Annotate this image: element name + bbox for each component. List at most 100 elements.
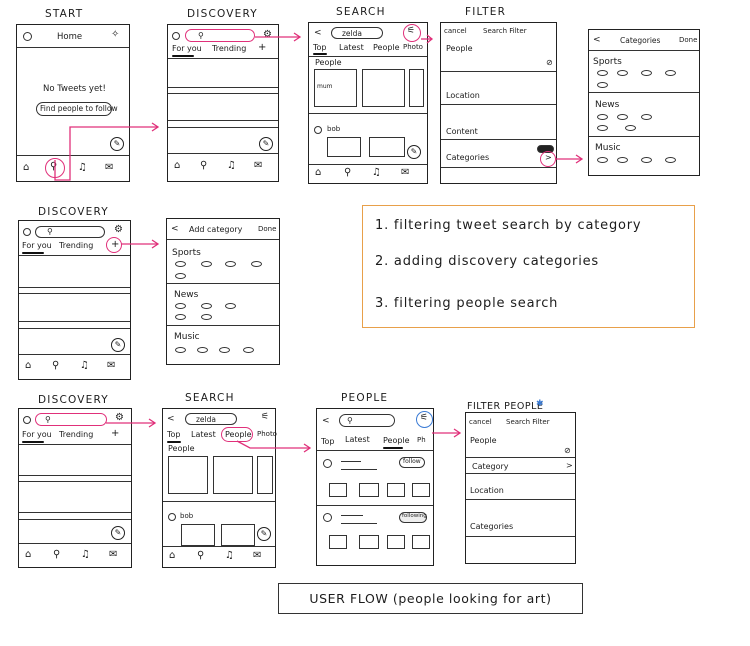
home-icon[interactable]: ⌂ (174, 160, 181, 171)
compose-icon[interactable]: ✎ (111, 338, 125, 352)
back-icon[interactable]: < (593, 35, 601, 45)
tab-trending[interactable]: Trending (212, 44, 247, 53)
mail-icon[interactable]: ✉ (105, 162, 114, 173)
people-card-1[interactable]: mum (314, 69, 357, 107)
filter-row-people[interactable]: People (470, 436, 497, 445)
following-button[interactable]: following (399, 512, 427, 523)
tab-photo[interactable]: Photo (403, 43, 423, 51)
search-icon[interactable]: ⚲ (197, 550, 205, 561)
search-bar-highlight[interactable] (185, 29, 255, 42)
tab-people[interactable]: People (383, 436, 410, 445)
cancel-button[interactable]: cancel (469, 418, 492, 426)
filter-row-content[interactable]: Content (446, 127, 478, 136)
find-people-button[interactable]: Find people to follow (36, 102, 118, 116)
compose-icon[interactable]: ✎ (111, 526, 125, 540)
back-icon[interactable]: < (322, 416, 330, 426)
mail-icon[interactable]: ✉ (109, 549, 118, 560)
filter-row-category[interactable]: Category (472, 462, 509, 471)
tab-for-you[interactable]: For you (172, 44, 202, 53)
plus-highlight[interactable] (106, 237, 122, 253)
avatar[interactable] (323, 459, 332, 468)
people-card-3[interactable] (409, 69, 424, 107)
avatar[interactable] (23, 32, 32, 41)
tab-people[interactable]: People (373, 43, 400, 52)
tweet-media-2[interactable] (369, 137, 405, 157)
chevron-right-icon[interactable]: > (566, 461, 573, 470)
tab-top[interactable]: Top (321, 437, 335, 446)
mail-icon[interactable]: ✉ (253, 550, 262, 561)
tab-trending[interactable]: Trending (59, 241, 94, 250)
avatar[interactable] (23, 416, 31, 424)
gear-icon[interactable]: ⚙ (115, 412, 124, 423)
filter-row-people[interactable]: People (446, 44, 473, 53)
avatar[interactable] (172, 32, 180, 40)
filter-icon[interactable]: ⚟ (420, 413, 429, 423)
mail-icon[interactable]: ✉ (254, 160, 263, 171)
plus-icon[interactable]: + (111, 428, 120, 439)
compose-icon[interactable]: ✎ (257, 527, 271, 541)
search-field[interactable]: zelda (331, 27, 383, 39)
tab-photo[interactable]: Photo (257, 430, 277, 438)
bell-icon[interactable]: ♫ (227, 160, 236, 171)
people-card-2[interactable] (362, 69, 405, 107)
mail-icon[interactable]: ✉ (401, 167, 410, 178)
filter-row-location[interactable]: Location (470, 486, 504, 495)
media-thumb[interactable] (329, 535, 347, 549)
tab-latest[interactable]: Latest (339, 43, 364, 52)
filter-highlight[interactable] (403, 24, 421, 42)
media-thumb[interactable] (359, 535, 379, 549)
filter-row-location[interactable]: Location (446, 91, 480, 100)
gear-icon[interactable]: ⚙ (114, 224, 123, 235)
back-icon[interactable]: < (171, 224, 179, 234)
sparkle-icon[interactable]: ✧ (111, 29, 120, 40)
people-card-2[interactable] (213, 456, 253, 494)
bell-icon[interactable]: ♫ (372, 167, 381, 178)
filter-highlight[interactable] (416, 411, 433, 428)
home-icon[interactable]: ⌂ (169, 550, 176, 561)
bell-icon[interactable]: ♫ (81, 549, 90, 560)
people-card-3[interactable] (257, 456, 273, 494)
tab-photo[interactable]: Ph (417, 436, 426, 444)
bell-icon[interactable]: ♫ (80, 360, 89, 371)
search-icon[interactable]: ⚲ (52, 360, 60, 371)
media-thumb[interactable] (387, 535, 405, 549)
filter-row-categories[interactable]: Categories (446, 153, 490, 162)
search-icon[interactable]: ⚲ (53, 549, 61, 560)
plus-icon[interactable]: + (258, 42, 267, 53)
follow-button[interactable]: follow (399, 457, 425, 468)
avatar[interactable] (314, 126, 322, 134)
search-field[interactable]: zelda (185, 413, 237, 425)
bell-icon[interactable]: ♫ (225, 550, 234, 561)
search-icon[interactable]: ⚲ (50, 161, 58, 172)
home-icon[interactable]: ⌂ (23, 162, 30, 173)
search-icon[interactable]: ⚲ (200, 160, 208, 171)
filter-icon[interactable]: ⚟ (261, 412, 270, 422)
media-thumb[interactable] (329, 483, 347, 497)
back-icon[interactable]: < (167, 414, 175, 424)
home-icon[interactable]: ⌂ (315, 167, 322, 178)
done-button[interactable]: Done (258, 225, 277, 233)
tweet-media-1[interactable] (181, 524, 215, 546)
search-field[interactable] (339, 414, 395, 427)
filter-row-categories[interactable]: Categories (470, 522, 514, 531)
filter-icon[interactable]: ⚟ (407, 26, 416, 36)
tab-for-you[interactable]: For you (22, 241, 52, 250)
people-card-1[interactable] (168, 456, 208, 494)
cancel-button[interactable]: cancel (444, 27, 467, 35)
tab-top[interactable]: Top (167, 430, 181, 439)
media-thumb[interactable] (387, 483, 405, 497)
home-icon[interactable]: ⌂ (25, 549, 32, 560)
compose-icon[interactable]: ✎ (407, 145, 421, 159)
media-thumb[interactable] (412, 535, 430, 549)
home-icon[interactable]: ⌂ (25, 360, 32, 371)
search-bar[interactable] (35, 226, 105, 238)
chevron-right-icon[interactable]: > (545, 153, 552, 162)
gear-icon[interactable]: ⚙ (263, 29, 272, 40)
tweet-media-1[interactable] (327, 137, 361, 157)
tab-for-you[interactable]: For you (22, 430, 52, 439)
avatar[interactable] (23, 228, 31, 236)
tweet-media-2[interactable] (221, 524, 255, 546)
compose-icon[interactable]: ✎ (259, 137, 273, 151)
search-bar-highlight[interactable] (35, 413, 107, 426)
tab-latest[interactable]: Latest (345, 435, 370, 444)
